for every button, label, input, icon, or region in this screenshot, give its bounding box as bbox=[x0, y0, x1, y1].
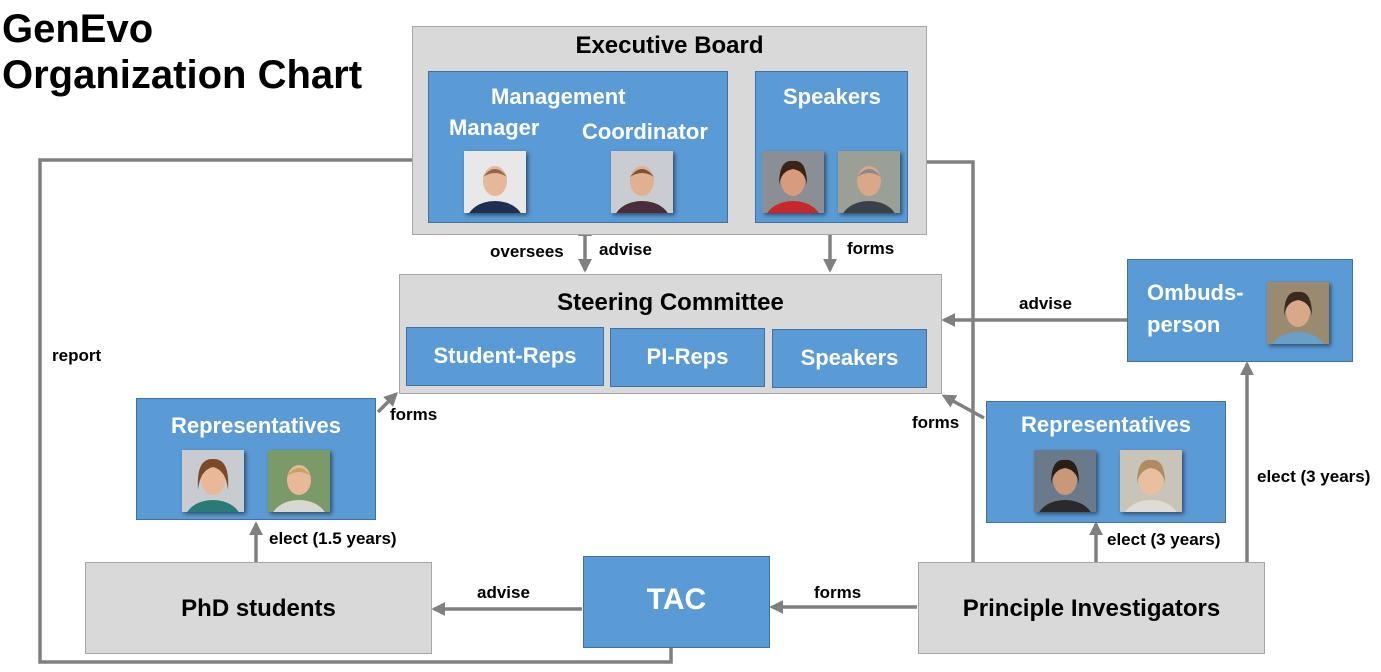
elect-ombuds-label: elect (3 years) bbox=[1257, 467, 1371, 486]
portrait-icon bbox=[611, 151, 673, 213]
speaker1-photo bbox=[762, 151, 824, 213]
coordinator-photo bbox=[611, 151, 673, 213]
student-reps-box: Student-Reps bbox=[406, 327, 604, 386]
ombudsperson-line-2: person bbox=[1147, 312, 1221, 337]
forms-pi-label: forms bbox=[912, 413, 960, 432]
advise-board-label: advise bbox=[599, 240, 652, 259]
steering-speakers-box: Speakers bbox=[772, 329, 927, 388]
pi-rep2-photo bbox=[1120, 450, 1182, 512]
portrait-icon bbox=[838, 151, 900, 213]
student-rep2-photo bbox=[268, 450, 330, 512]
portrait-icon bbox=[1267, 282, 1329, 344]
portrait-icon bbox=[268, 450, 330, 512]
tac-label: TAC bbox=[646, 583, 707, 616]
pi-reps-forms-arrow bbox=[941, 394, 985, 420]
pi-reps-box: PI-Reps bbox=[610, 328, 765, 387]
chart-title: GenEvo Organization Chart bbox=[2, 6, 362, 98]
student-reps-forms-arrow bbox=[376, 392, 398, 414]
ombudsperson-photo bbox=[1267, 282, 1329, 344]
portrait-icon bbox=[1034, 450, 1096, 512]
student-rep1-photo bbox=[182, 450, 244, 512]
report-label: report bbox=[52, 346, 102, 365]
forms-students-label: forms bbox=[390, 405, 438, 424]
pi-to-speakers-line bbox=[908, 155, 975, 562]
student-reps-label: Student-Reps bbox=[433, 343, 577, 368]
ombudsperson-box: Ombuds- person bbox=[1127, 259, 1353, 362]
speaker2-photo bbox=[838, 151, 900, 213]
principal-investigators-box: Principle Investigators bbox=[918, 562, 1265, 654]
management-title: Management bbox=[491, 84, 626, 109]
forms-speakers-label: forms bbox=[847, 239, 895, 258]
title-line-2: Organization Chart bbox=[2, 53, 363, 97]
manager-label: Manager bbox=[449, 115, 540, 140]
steering-speakers-label: Speakers bbox=[800, 345, 899, 370]
forms-tac-label: forms bbox=[814, 583, 862, 602]
oversees-label: oversees bbox=[490, 242, 564, 261]
pi-representatives-title: Representatives bbox=[1021, 412, 1191, 437]
ombudsperson-line-1: Ombuds- bbox=[1147, 280, 1244, 305]
portrait-icon bbox=[182, 450, 244, 512]
executive-speakers-title: Speakers bbox=[783, 84, 881, 109]
advise-ombuds-label: advise bbox=[1019, 294, 1072, 313]
pi-representatives-box: Representatives bbox=[986, 401, 1226, 523]
portrait-icon bbox=[464, 151, 526, 213]
phd-students-box: PhD students bbox=[85, 562, 432, 654]
elect-pi-label: elect (3 years) bbox=[1107, 530, 1221, 549]
title-line-1: GenEvo bbox=[2, 7, 154, 51]
executive-board-title: Executive Board bbox=[575, 32, 764, 59]
pi-reps-label: PI-Reps bbox=[646, 344, 729, 369]
phd-students-label: PhD students bbox=[181, 595, 336, 622]
student-representatives-title: Representatives bbox=[171, 413, 341, 438]
student-representatives-box: Representatives bbox=[136, 398, 376, 520]
pi-rep1-photo bbox=[1034, 450, 1096, 512]
report-line bbox=[38, 153, 673, 664]
steering-committee-title: Steering Committee bbox=[557, 289, 784, 316]
elect-students-label: elect (1.5 years) bbox=[269, 529, 397, 548]
advise-tac-label: advise bbox=[477, 583, 530, 602]
principal-investigators-label: Principle Investigators bbox=[962, 595, 1221, 622]
portrait-icon bbox=[762, 151, 824, 213]
tac-box: TAC bbox=[583, 556, 770, 648]
portrait-icon bbox=[1120, 450, 1182, 512]
manager-photo bbox=[464, 151, 526, 213]
coordinator-label: Coordinator bbox=[582, 119, 708, 144]
